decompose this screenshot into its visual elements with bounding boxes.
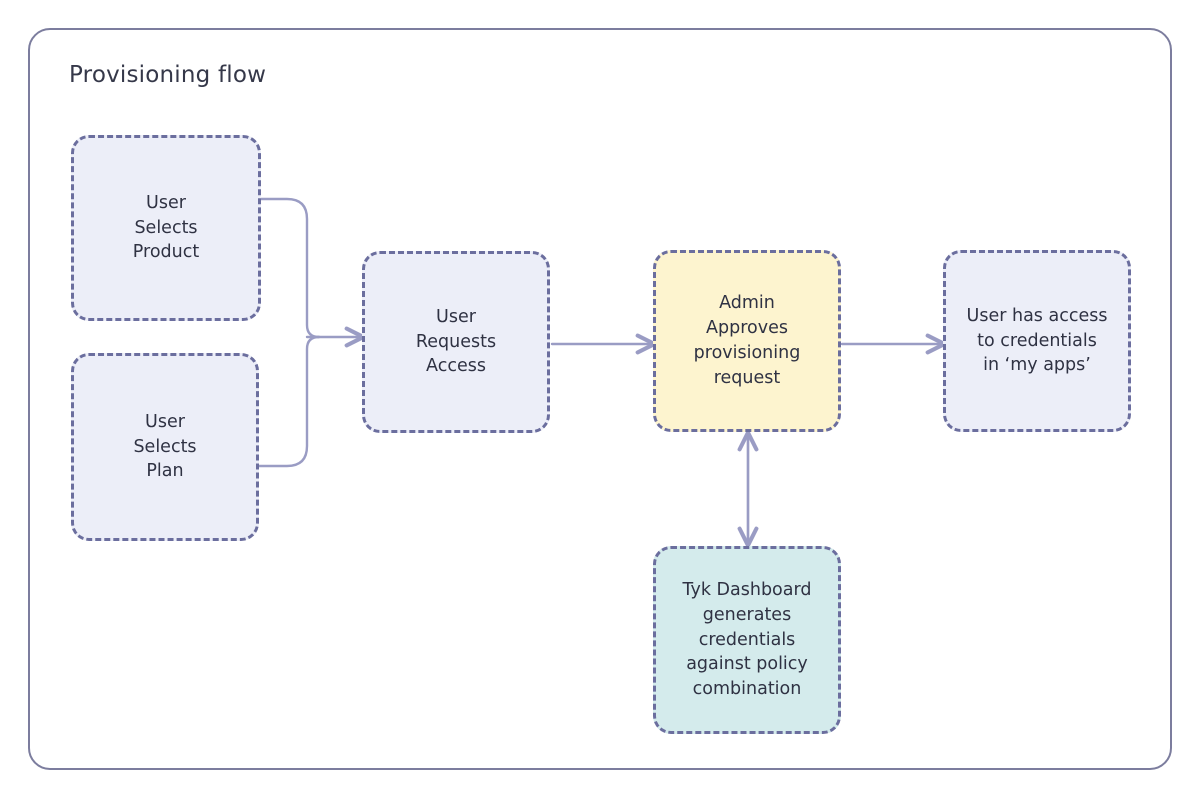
page-title: Provisioning flow <box>69 62 267 88</box>
node-user-selects-product[interactable]: User Selects Product <box>71 135 261 321</box>
node-user-selects-plan[interactable]: User Selects Plan <box>71 353 259 541</box>
node-user-has-access[interactable]: User has access to credentials in ‘my ap… <box>943 250 1131 432</box>
node-admin-approves[interactable]: Admin Approves provisioning request <box>653 250 841 432</box>
node-user-requests-access[interactable]: User Requests Access <box>362 251 550 433</box>
node-tyk-dashboard[interactable]: Tyk Dashboard generates credentials agai… <box>653 546 841 734</box>
